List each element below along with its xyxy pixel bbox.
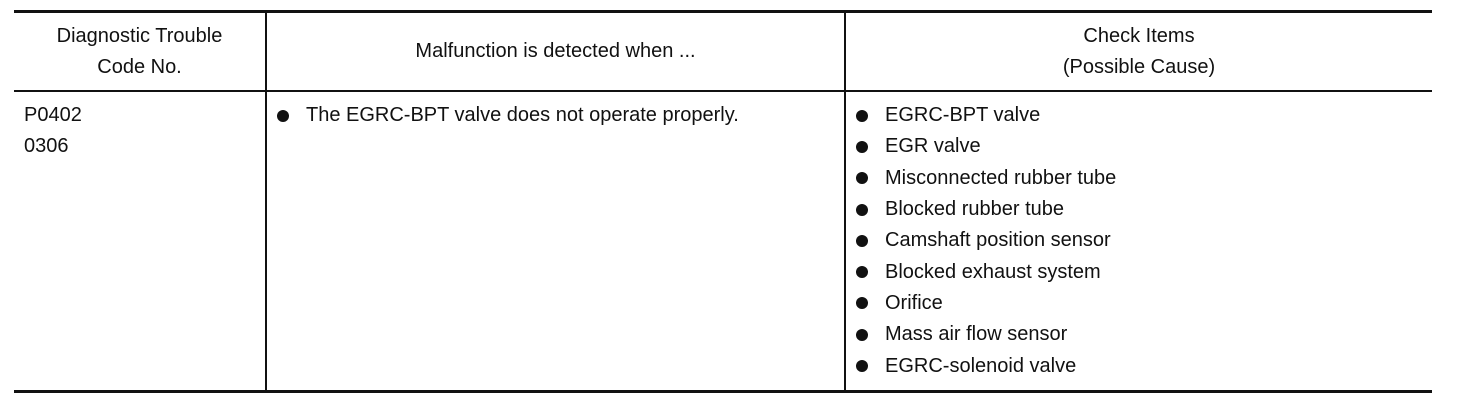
header-check-line-1: Check Items xyxy=(1083,24,1195,47)
bullet-icon xyxy=(856,203,868,216)
malfunction-text: The EGRC-BPT valve does not operate prop… xyxy=(306,104,739,127)
list-item: EGRC-solenoid valve xyxy=(856,350,1432,381)
check-item-text: Camshaft position sensor xyxy=(885,229,1111,252)
list-item: Blocked exhaust system xyxy=(856,256,1432,287)
header-malfunction-text: Malfunction is detected when ... xyxy=(415,40,696,62)
header-code-line-1: Diagnostic Trouble xyxy=(56,24,223,47)
diagnostic-trouble-code-table: Diagnostic Trouble Code No. Malfunction … xyxy=(14,10,1432,393)
list-item: The EGRC-BPT valve does not operate prop… xyxy=(277,100,844,131)
check-item-text: Misconnected rubber tube xyxy=(885,166,1117,189)
table-header-row: Diagnostic Trouble Code No. Malfunction … xyxy=(14,11,1432,92)
check-item-text: Mass air flow sensor xyxy=(885,323,1068,346)
bullet-icon xyxy=(856,109,868,122)
bullet-icon xyxy=(856,172,868,185)
bullet-icon xyxy=(856,297,868,310)
list-item: EGRC-BPT valve xyxy=(856,100,1432,131)
header-malfunction: Malfunction is detected when ... xyxy=(265,11,845,92)
list-item: Misconnected rubber tube xyxy=(856,163,1432,194)
code-cell: P0402 0306 xyxy=(14,91,266,392)
list-item: Orifice xyxy=(856,288,1432,319)
check-item-text: EGRC-solenoid valve xyxy=(885,354,1077,377)
check-item-text: Blocked exhaust system xyxy=(885,260,1101,283)
check-items-cell: EGRC-BPT valve EGR valve Misconnected ru… xyxy=(844,91,1432,392)
bullet-icon xyxy=(856,360,868,373)
check-item-text: Blocked rubber tube xyxy=(885,198,1065,221)
list-item: Camshaft position sensor xyxy=(856,225,1432,256)
header-code-no: Diagnostic Trouble Code No. xyxy=(14,11,266,92)
header-code-line-2: Code No. xyxy=(97,55,182,78)
bullet-icon xyxy=(277,109,289,122)
list-item: EGR valve xyxy=(856,131,1432,162)
check-item-text: Orifice xyxy=(885,291,943,314)
bullet-icon xyxy=(856,140,868,153)
check-items-list: EGRC-BPT valve EGR valve Misconnected ru… xyxy=(846,92,1432,382)
code-0306: 0306 xyxy=(24,135,69,157)
list-item: Blocked rubber tube xyxy=(856,194,1432,225)
list-item: Mass air flow sensor xyxy=(856,319,1432,350)
bullet-icon xyxy=(856,266,868,279)
bullet-icon xyxy=(856,328,868,341)
code-p0402: P0402 xyxy=(24,104,82,126)
header-check-items: Check Items (Possible Cause) xyxy=(844,11,1432,92)
header-check-line-2: (Possible Cause) xyxy=(1062,55,1216,78)
table-row: P0402 0306 The EGRC-BPT valve does not o… xyxy=(14,91,1432,392)
check-item-text: EGR valve xyxy=(885,135,981,158)
malfunction-cell: The EGRC-BPT valve does not operate prop… xyxy=(265,91,845,392)
check-item-text: EGRC-BPT valve xyxy=(885,104,1041,127)
bullet-icon xyxy=(856,234,868,247)
malfunction-list: The EGRC-BPT valve does not operate prop… xyxy=(267,92,844,131)
